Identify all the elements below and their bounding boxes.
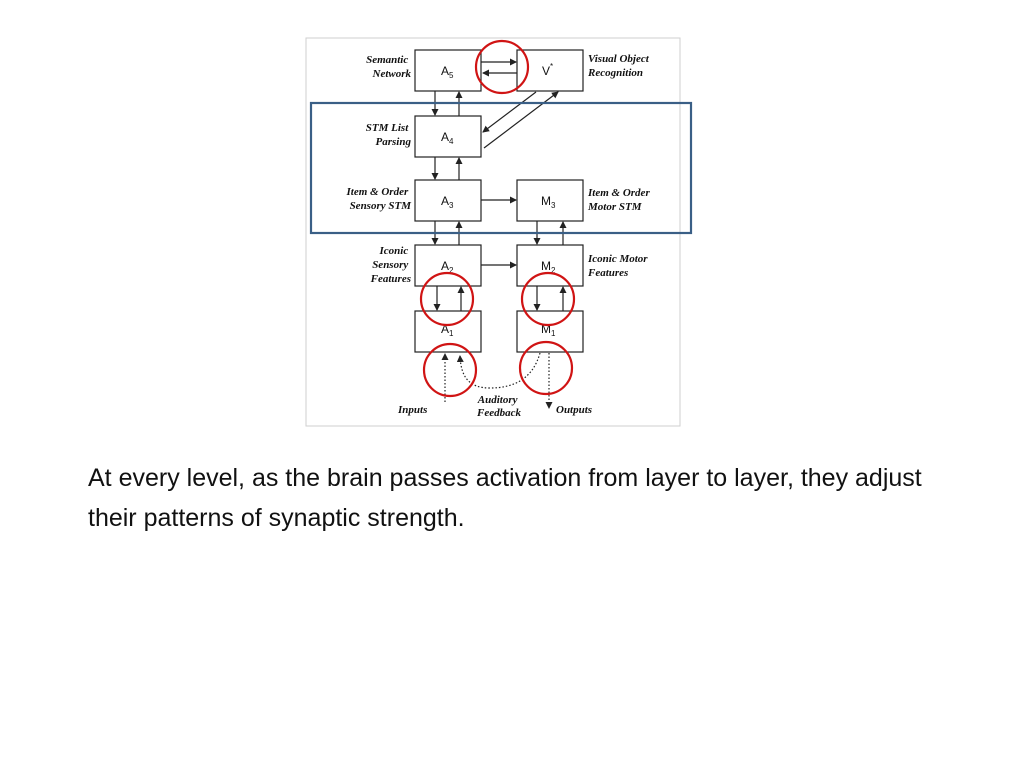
svg-text:M2: M2: [541, 259, 556, 275]
svg-text:A1: A1: [441, 322, 454, 338]
box-m1: M1: [516, 310, 584, 353]
box-a2: A2: [414, 244, 482, 287]
svg-text:A4: A4: [441, 130, 454, 146]
label-iconic-motor: Iconic Motor Features: [587, 253, 650, 279]
svg-text:M3: M3: [541, 194, 556, 210]
network-diagram: Semantic Network STM List Parsing Item &…: [305, 37, 693, 427]
box-m3: M3: [516, 179, 584, 222]
label-outputs: Outputs: [556, 404, 592, 416]
label-item-order-sensory: Item & Order Sensory STM: [346, 186, 413, 212]
caption-text: At every level, as the brain passes acti…: [88, 464, 922, 532]
highlight-circle-m2-m1: [520, 271, 576, 327]
box-a4: A4: [414, 115, 482, 158]
svg-text:A3: A3: [441, 194, 454, 210]
svg-text:V*: V*: [542, 62, 553, 78]
label-auditory-feedback: Auditory Feedback: [476, 394, 521, 419]
highlight-circle-inputs: [422, 342, 478, 398]
label-semantic-network: Semantic Network: [366, 54, 411, 80]
highlight-rectangle: [309, 101, 693, 235]
label-iconic-sensory: Iconic Sensory Features: [370, 245, 411, 285]
highlight-circle-a2-a1: [419, 271, 475, 327]
highlight-circle-outputs: [518, 340, 574, 396]
box-a5: A5: [414, 49, 482, 92]
box-m2: M2: [516, 244, 584, 287]
label-inputs: Inputs: [397, 404, 427, 416]
label-item-order-motor: Item & Order Motor STM: [587, 187, 652, 213]
svg-text:M1: M1: [541, 322, 556, 338]
svg-text:A2: A2: [441, 259, 454, 275]
label-stm-list-parsing: STM List Parsing: [366, 122, 412, 148]
box-a1: A1: [414, 310, 482, 353]
highlight-circle-a5-v: [474, 39, 530, 95]
svg-text:A5: A5: [441, 64, 454, 80]
label-visual-object: Visual Object Recognition: [587, 53, 652, 79]
box-a3: A3: [414, 179, 482, 222]
